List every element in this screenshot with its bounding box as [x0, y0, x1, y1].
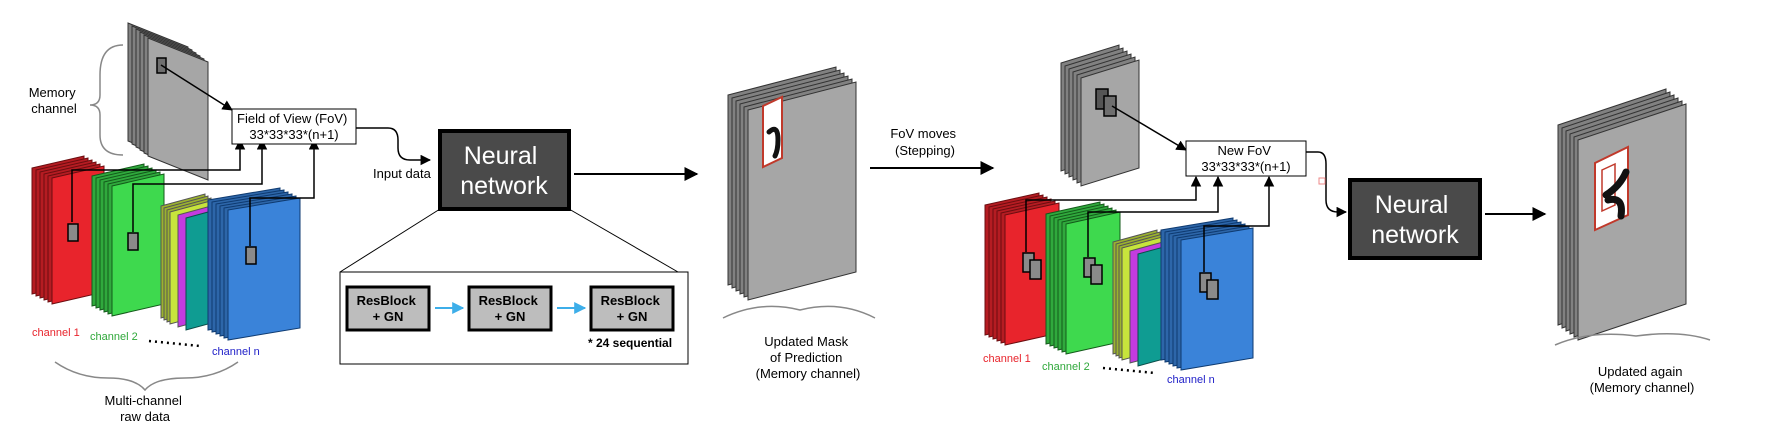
- channel-2-label: channel 2: [90, 331, 138, 343]
- memory-channel-stack-2: [1060, 44, 1140, 187]
- resblock-3-label: ResBlock + GN: [601, 293, 664, 324]
- stepping-label: FoV moves (Stepping): [890, 126, 959, 158]
- resblock-1: [345, 285, 431, 332]
- new-fov-label: New FoV 33*33*33*(n+1): [1201, 143, 1290, 174]
- sheet-layer: [1080, 59, 1140, 187]
- raw-data-brace: [54, 361, 239, 392]
- updated-mask-stack: [727, 66, 857, 301]
- resblock-2-label: ResBlock + GN: [479, 293, 542, 324]
- memory-label: Memory channel: [29, 85, 80, 116]
- ellipsis-dots: [148, 339, 201, 348]
- mask-marker: [762, 95, 783, 169]
- fov-cube-new: [1029, 259, 1042, 280]
- fov-cube-new: [1103, 95, 1117, 117]
- fov-label: Field of View (FoV) 33*33*33*(n+1): [237, 111, 351, 142]
- updated-mask-caption: Updated Mask of Prediction (Memory chann…: [756, 334, 861, 381]
- channel-1-label-2: channel 1: [983, 353, 1031, 365]
- channel-2-stack-2: [1045, 201, 1121, 355]
- new-fov-box: [1185, 140, 1307, 177]
- fov-cube-new: [1206, 279, 1219, 300]
- channel-n-stack: [207, 187, 301, 341]
- neural-network-box: [438, 129, 571, 211]
- raw-data-caption: Multi-channel raw data: [105, 393, 186, 424]
- ellipsis-dots-2: [1102, 366, 1156, 375]
- channel-2-label-2: channel 2: [1042, 361, 1090, 373]
- memory-channel-stack: [127, 22, 209, 181]
- channel-n-label: channel n: [212, 346, 260, 358]
- fov-cube: [67, 223, 79, 242]
- neural-network-label: Neural network: [460, 142, 548, 200]
- fov-cube: [127, 232, 139, 251]
- neural-network-box-2: [1348, 178, 1482, 260]
- sheet-layer: [227, 197, 301, 341]
- sequential-note: * 24 sequential: [588, 336, 672, 350]
- fov-cube-new: [1090, 264, 1103, 285]
- resblock-3: [589, 285, 675, 332]
- mask-brace: [722, 305, 876, 319]
- small-marker: [1318, 177, 1326, 185]
- updated-again-caption: Updated again (Memory channel): [1590, 364, 1695, 395]
- memory-brace: [89, 44, 124, 156]
- resblock-2: [467, 285, 553, 332]
- channel-n-label-2: channel n: [1167, 374, 1215, 386]
- fov-box: [231, 108, 357, 145]
- again-brace: [1554, 333, 1711, 346]
- fov-cube: [245, 246, 257, 265]
- resblock-1-label: ResBlock + GN: [357, 293, 420, 324]
- channel-1-label: channel 1: [32, 327, 80, 339]
- channel-2-stack: [91, 163, 165, 317]
- channel-1-stack: [31, 155, 105, 305]
- input-data-label: Input data: [373, 166, 432, 181]
- neural-network-label-2: Neural network: [1371, 191, 1459, 249]
- mask-marker-2: [1594, 145, 1630, 232]
